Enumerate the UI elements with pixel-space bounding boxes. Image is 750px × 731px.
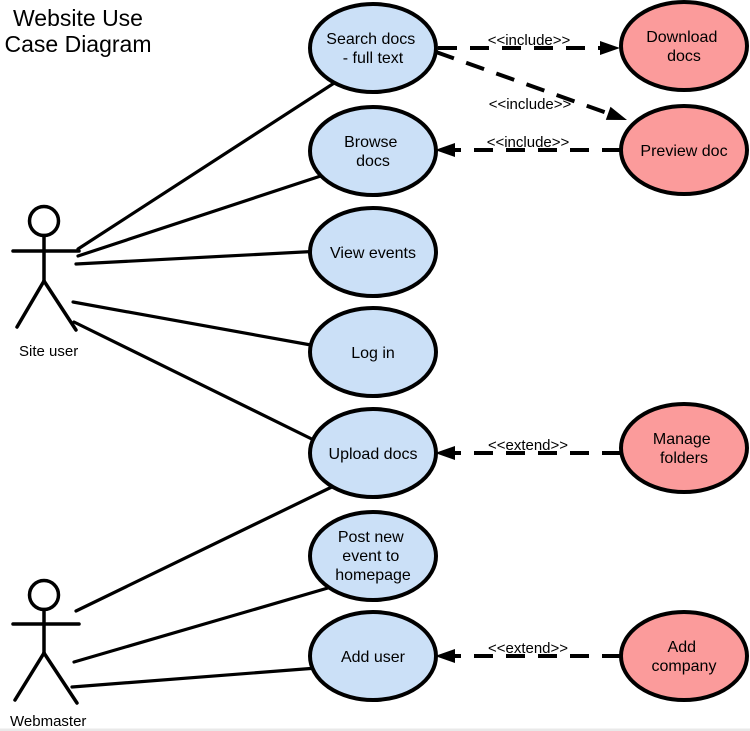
upload-docs-ellipse bbox=[308, 407, 438, 499]
diagram-title: Website Use Case Diagram bbox=[5, 5, 152, 57]
site-user-left-leg bbox=[15, 279, 46, 329]
preview-doc-label: Preview doc bbox=[640, 143, 727, 160]
diagram-title-line1: Website Use bbox=[13, 5, 143, 31]
post-new-event-ellipse bbox=[308, 510, 438, 602]
association-siteuser-browsedocs bbox=[76, 166, 347, 258]
browse-docs-ellipse bbox=[308, 105, 438, 197]
arrowhead-into-preview-doc bbox=[605, 106, 627, 120]
association-lines bbox=[70, 74, 347, 689]
site-user-head bbox=[27, 204, 61, 238]
bottom-edge-strip bbox=[0, 728, 750, 731]
log-in-ellipse bbox=[308, 306, 438, 398]
diagram-title-line2: Case Diagram bbox=[5, 31, 152, 57]
webmaster-right-leg bbox=[42, 651, 79, 705]
search-docs-label: Search docs - full text bbox=[326, 31, 419, 67]
post-new-event-label: Post new event to homepage bbox=[335, 529, 411, 584]
association-siteuser-uploaddocs bbox=[72, 320, 332, 450]
association-webmaster-uploaddocs bbox=[74, 481, 342, 613]
use-case-add-company: Add company bbox=[619, 610, 749, 702]
use-case-manage-folders: Manage folders bbox=[619, 402, 749, 494]
download-docs-label: Download docs bbox=[646, 29, 722, 65]
association-siteuser-viewevents bbox=[74, 249, 324, 266]
webmaster-head bbox=[27, 578, 61, 612]
association-siteuser-searchdocs bbox=[76, 74, 347, 251]
add-user-ellipse bbox=[308, 610, 438, 702]
arrowhead-into-download-docs bbox=[600, 41, 620, 55]
search-docs-ellipse bbox=[308, 2, 438, 94]
actor-webmaster: Webmaster bbox=[10, 578, 86, 730]
dependency-preview-include-browse: <<include>> bbox=[435, 134, 621, 157]
dependency-addcompany-extend-adduser: <<extend>> bbox=[435, 640, 621, 663]
use-case-upload-docs: Upload docs bbox=[308, 407, 438, 499]
webmaster-label: Webmaster bbox=[10, 713, 86, 730]
association-webmaster-postnewevent bbox=[72, 581, 347, 664]
arrowhead-into-add-user bbox=[435, 649, 455, 663]
download-docs-ellipse bbox=[619, 0, 749, 92]
view-events-label: View events bbox=[330, 245, 416, 262]
association-siteuser-login bbox=[71, 300, 324, 349]
add-company-ellipse bbox=[619, 610, 749, 702]
browse-docs-label: Browse docs bbox=[344, 134, 402, 170]
association-webmaster-adduser bbox=[70, 665, 332, 689]
manage-folders-ellipse bbox=[619, 402, 749, 494]
extend-label-managefolders-uploaddocs: <<extend>> bbox=[488, 437, 568, 454]
arrowhead-into-browse-docs bbox=[435, 143, 455, 157]
view-events-ellipse bbox=[308, 206, 438, 298]
use-case-post-new-event: Post new event to homepage bbox=[308, 510, 438, 602]
manage-folders-label: Manage folders bbox=[653, 431, 715, 467]
use-case-browse-docs: Browse docs bbox=[308, 105, 438, 197]
webmaster-left-leg bbox=[13, 651, 46, 702]
use-case-download-docs: Download docs bbox=[619, 0, 749, 92]
dependency-search-include-preview: <<include>> bbox=[435, 50, 627, 120]
upload-docs-label: Upload docs bbox=[329, 446, 418, 463]
include-label-search-preview: <<include>> bbox=[489, 96, 572, 113]
actor-site-user: Site user bbox=[11, 204, 81, 360]
site-user-right-leg bbox=[42, 279, 78, 332]
dependency-search-include-download: <<include>> bbox=[438, 32, 620, 55]
add-user-label: Add user bbox=[341, 649, 406, 666]
include-label-search-download: <<include>> bbox=[488, 32, 571, 49]
use-case-add-user: Add user bbox=[308, 610, 438, 702]
include-label-preview-browse: <<include>> bbox=[487, 134, 570, 151]
use-case-view-events: View events bbox=[308, 206, 438, 298]
use-case-log-in: Log in bbox=[308, 306, 438, 398]
dependency-managefolders-extend-uploaddocs: <<extend>> bbox=[435, 437, 621, 460]
site-user-label: Site user bbox=[19, 343, 78, 360]
add-company-label: Add company bbox=[652, 639, 717, 675]
arrowhead-into-upload-docs bbox=[435, 446, 455, 460]
use-case-search-docs: Search docs - full text bbox=[308, 2, 438, 94]
log-in-label: Log in bbox=[351, 345, 395, 362]
use-case-preview-doc: Preview doc bbox=[619, 104, 749, 196]
preview-doc-ellipse bbox=[619, 104, 749, 196]
extend-label-addcompany-adduser: <<extend>> bbox=[488, 640, 568, 657]
